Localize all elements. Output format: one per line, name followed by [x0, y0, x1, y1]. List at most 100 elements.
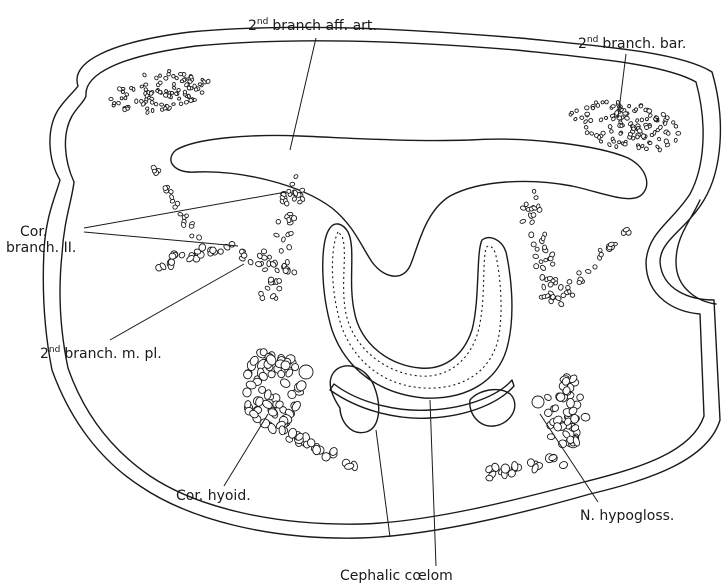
mpl-cell: [262, 267, 268, 272]
stipple-cell: [173, 82, 176, 86]
stipple-cell: [164, 89, 167, 93]
bar-cell: [599, 139, 603, 143]
label-mpl: 2ndbranch. m. pl.: [40, 345, 162, 362]
right-v-cell: [533, 254, 539, 259]
right-v-cell: [529, 219, 535, 225]
cor-branch-cell: [189, 225, 194, 229]
cor-branch-cell: [184, 213, 189, 218]
bar-cell: [589, 131, 594, 135]
right-v-cell: [592, 264, 598, 270]
mpl-cell: [264, 285, 270, 291]
stipple-cell: [154, 103, 158, 106]
bar-cell: [597, 135, 601, 139]
stipple-cell: [179, 101, 184, 106]
stipple-cell: [158, 74, 161, 78]
stipple-cell: [144, 83, 148, 87]
cor-branch-cell: [217, 248, 224, 255]
cor-branch-cell: [189, 233, 195, 238]
right-v-cell: [539, 259, 544, 264]
right-v-cell: [539, 264, 546, 271]
leader-aff-art: [290, 38, 316, 150]
cell-clusters: [109, 69, 681, 481]
bar-cell: [635, 118, 639, 122]
stipple-cell: [163, 76, 168, 81]
stipple-cell: [116, 101, 121, 106]
leader-coelom: [430, 400, 436, 566]
coelom-floor: [330, 380, 514, 418]
bar-cell: [605, 100, 609, 104]
cor-branch-cell: [152, 169, 157, 174]
bar-cell: [623, 142, 628, 146]
bar-cell: [627, 104, 631, 108]
hyoid-cell: [281, 361, 290, 370]
bar-cell: [584, 130, 589, 135]
hypogloss-cell: [571, 414, 579, 423]
label-cor-branch-2: branch. II.: [6, 240, 76, 256]
stipple-cell: [125, 107, 129, 111]
bar-cell: [635, 135, 639, 139]
right-v-cell: [576, 270, 582, 275]
stipple-cell: [158, 81, 162, 85]
hyoid-cell: [243, 388, 252, 397]
cor-branch-cell: [178, 251, 186, 259]
mpl-cell: [276, 219, 281, 224]
bar-cell: [611, 104, 616, 108]
bar-cell: [624, 116, 630, 121]
right-v-cell: [524, 202, 528, 207]
stipple-cell: [154, 76, 159, 81]
bar-cell: [574, 108, 579, 113]
bar-cell: [584, 125, 589, 130]
stipple-cell: [183, 90, 187, 94]
hypogloss-cell: [486, 475, 494, 481]
bar-cell: [648, 141, 652, 145]
bar-cell: [607, 142, 612, 147]
right-v-cell: [551, 279, 556, 284]
right-v-cell: [550, 262, 555, 267]
mpl-cell: [291, 269, 298, 276]
bar-cell: [648, 113, 653, 118]
leader-cor-branch-b: [84, 232, 238, 246]
label-hypogloss: N. hypogloss.: [580, 508, 674, 524]
cor-branch-cell: [168, 259, 175, 266]
right-v-cell: [558, 301, 565, 308]
right-v-cell: [542, 245, 547, 250]
bar-cell: [615, 145, 618, 149]
bar-cell: [604, 116, 608, 120]
right-notch: [676, 200, 716, 304]
cor-branch-cell: [169, 253, 177, 260]
leader-mid-split: [376, 430, 390, 537]
mpl-cell: [286, 244, 292, 250]
bar-cell: [640, 118, 644, 122]
hypogloss-cell: [558, 460, 568, 470]
right-v-cell: [539, 274, 545, 281]
right-v-cell: [567, 289, 571, 294]
label-coelom: Cephalic cœlom: [340, 568, 453, 584]
right-v-cell: [519, 219, 526, 224]
stipple-cell: [178, 72, 183, 76]
hyoid-cell: [279, 426, 286, 435]
right-v-cell: [541, 235, 546, 241]
bar-cell: [580, 116, 584, 120]
bar-cell: [644, 147, 648, 151]
bar-cell: [674, 138, 678, 142]
bar-cell: [583, 119, 588, 124]
right-v-cell: [533, 263, 538, 268]
stipple-cell: [132, 87, 135, 91]
hyoid-cell: [279, 377, 292, 389]
hyoid-cell: [267, 370, 275, 378]
mpl-cell: [293, 174, 299, 179]
mpl-cell: [267, 254, 272, 260]
bar-cell: [671, 120, 675, 125]
stipple-cell: [160, 103, 164, 106]
bar-cell: [617, 140, 620, 143]
mpl-cell: [273, 233, 279, 238]
stipple-cell: [140, 85, 144, 89]
cor-branch-cell: [196, 234, 203, 241]
right-v-cell: [532, 189, 536, 193]
bar-cell: [608, 124, 612, 129]
stipple-cell: [142, 73, 147, 78]
